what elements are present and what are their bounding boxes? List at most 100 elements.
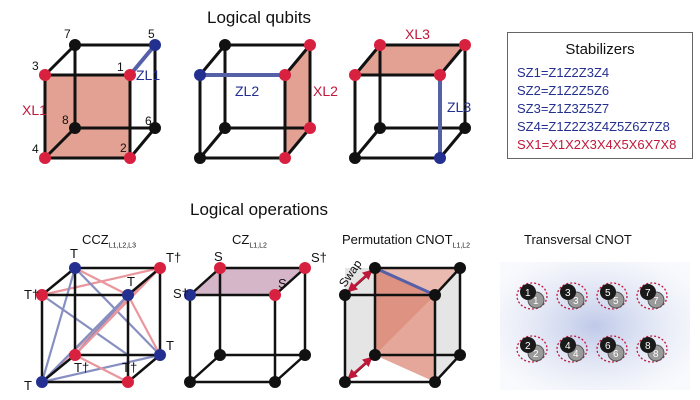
atom-label: 3	[565, 288, 571, 299]
vertex-2	[124, 152, 136, 164]
perm-vertex	[429, 376, 441, 388]
atom-label-back: 8	[653, 349, 659, 360]
ccz-vertex	[36, 376, 48, 388]
c2-vertex	[194, 152, 206, 164]
vertex-label-8: 8	[62, 113, 69, 127]
cz-vertex	[299, 262, 311, 274]
cube-permutation-cnot: Swap	[336, 257, 466, 388]
vertex-label-6: 6	[145, 114, 152, 128]
vertex-label-1: 1	[117, 60, 124, 74]
atom-label-back: 1	[533, 296, 539, 307]
ccz-label-t: T	[24, 378, 32, 393]
atom-label: 5	[605, 288, 611, 299]
ccz-vertex	[154, 262, 166, 274]
atom-label-back: 6	[613, 349, 619, 360]
cz-label-sdag: S†	[173, 286, 189, 301]
xl3-label: XL3	[405, 26, 430, 42]
perm-vertex	[454, 349, 466, 361]
zl1-edge	[128, 43, 157, 77]
ccz-vertex	[154, 349, 166, 361]
vertex-label-3: 3	[32, 59, 39, 73]
ccz-label-t: T	[166, 338, 174, 353]
perm-vertex	[454, 262, 466, 274]
atom-pair: 11	[516, 282, 548, 310]
atom-label: 1	[525, 288, 531, 299]
atom-label: 7	[645, 288, 651, 299]
atom-pair: 44	[556, 335, 588, 363]
perm-vertex	[369, 262, 381, 274]
perm-vertex	[339, 376, 351, 388]
xl2-face	[285, 45, 310, 158]
c2-vertex	[279, 152, 291, 164]
vertex-label-2: 2	[120, 141, 127, 155]
c2-vertex	[219, 39, 231, 51]
cz-heading-main: CZ	[232, 232, 250, 247]
ccz-label-tdag: T†	[74, 360, 89, 375]
c3-vertex	[459, 39, 471, 51]
perm-cnot-heading: Permutation CNOTL1,L2	[342, 232, 470, 250]
ccz-vertex	[122, 376, 134, 388]
vertex-4	[39, 152, 51, 164]
ccz-label-tdag: T†	[24, 287, 39, 302]
cz-heading: CZL1,L2	[232, 232, 267, 250]
vertex-1	[124, 69, 136, 81]
swap-arrow-top	[347, 269, 373, 293]
atom-pair: 77	[636, 282, 668, 310]
atom-pair: 88	[636, 335, 668, 363]
perm-cnot-heading-main: Permutation CNOT	[342, 232, 453, 247]
vertex-label-4: 4	[32, 142, 39, 156]
perm-vertex	[369, 349, 381, 361]
c2-vertex	[219, 122, 231, 134]
cube-logical-qubit-1: 1 2 3 4 5 6 7 8 XL1 ZL1	[22, 27, 161, 164]
logical-qubits-heading: Logical qubits	[207, 8, 311, 27]
cz-vertex	[184, 289, 196, 301]
stabilizer-row: SZ3=Z1Z3Z5Z7	[517, 101, 610, 116]
atom-label-back: 2	[533, 349, 539, 360]
stabilizer-row: SZ4=Z1Z2Z3Z4Z5Z6Z7Z8	[517, 119, 670, 134]
atom-pair: 55	[596, 282, 628, 310]
xl1-label: XL1	[22, 102, 47, 118]
vertex-8	[69, 122, 81, 134]
c3-vertex	[434, 69, 446, 81]
transversal-cnot-panel: 11 33 55 77 22 44 66 88	[500, 262, 690, 390]
stabilizer-row: SZ2=Z1Z2Z5Z6	[517, 83, 610, 98]
zl3-label: ZL3	[447, 99, 471, 115]
zl1-label: ZL1	[136, 67, 160, 83]
c3-vertex	[374, 39, 386, 51]
cube-logical-qubit-3: XL3 ZL3	[349, 26, 471, 164]
c3-vertex	[349, 69, 361, 81]
cz-label-sdag: S†	[311, 250, 327, 265]
vertex-7	[69, 39, 81, 51]
atom-label-back: 5	[613, 296, 619, 307]
ccz-heading-sub: L1,L2,L3	[108, 242, 136, 250]
atom-pair: 33	[556, 282, 588, 310]
cube-cz: S† S S† S	[173, 249, 327, 388]
atom-label: 2	[525, 341, 531, 352]
swap-arrow-bottom	[347, 356, 373, 380]
atom-pair: 66	[596, 335, 628, 363]
cz-label-s: S	[214, 249, 223, 264]
ccz-label-tdag: T†	[122, 360, 137, 375]
atom-label-back: 4	[573, 349, 579, 360]
vertex-5	[149, 39, 161, 51]
vertex-6	[149, 122, 161, 134]
cz-vertex	[184, 376, 196, 388]
c2-vertex	[279, 69, 291, 81]
cz-vertex	[214, 349, 226, 361]
cz-label-s: S	[278, 276, 287, 291]
ccz-vertex	[69, 262, 81, 274]
c3-vertex	[459, 122, 471, 134]
ccz-vertex	[36, 289, 48, 301]
cz-vertex	[299, 349, 311, 361]
atom-label: 6	[605, 341, 611, 352]
ccz-vertex	[69, 349, 81, 361]
vertex-label-5: 5	[148, 27, 155, 41]
ccz-heading-main: CCZ	[82, 232, 109, 247]
atom-pair: 22	[516, 335, 548, 363]
atom-label: 4	[565, 341, 571, 352]
c2-vertex	[194, 69, 206, 81]
cz-heading-sub: L1,L2	[249, 242, 267, 250]
c2-vertex	[304, 39, 316, 51]
